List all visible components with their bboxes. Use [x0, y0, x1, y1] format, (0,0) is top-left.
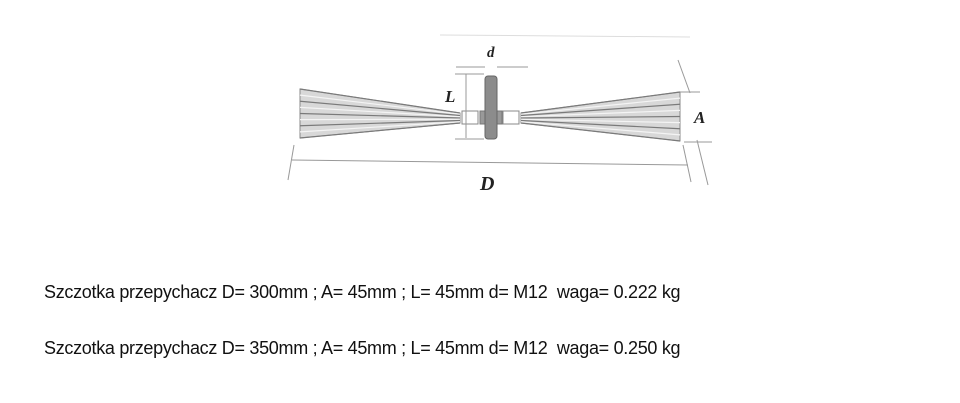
bristle-line	[520, 109, 681, 118]
D-dimension	[287, 144, 692, 183]
label-d: d	[487, 45, 495, 61]
bristle-line	[299, 122, 461, 139]
bristle-line	[520, 91, 681, 114]
bristle-line	[520, 119, 681, 130]
top-border-line	[439, 34, 691, 38]
bristle-line	[299, 119, 461, 127]
left-hub	[461, 110, 479, 125]
l-dimension	[455, 73, 484, 140]
bristle-line	[299, 112, 461, 119]
bristle-line	[299, 100, 461, 117]
spec-line-300mm: Szczotka przepychacz D= 300mm ; A= 45mm …	[44, 282, 681, 302]
bristle-line	[520, 115, 681, 119]
left-bristle-fan	[299, 88, 461, 139]
bristle-line	[520, 118, 681, 124]
spec-line-350mm: Szczotka przepychacz D= 350mm ; A= 45mm …	[44, 338, 681, 358]
a-dimension	[677, 59, 712, 186]
bristle-line	[520, 97, 681, 115]
bristle-line	[299, 121, 461, 133]
bristle-line	[520, 122, 681, 142]
bristle-line	[520, 121, 681, 136]
bristle-line	[299, 88, 461, 114]
label-D: D	[479, 173, 494, 195]
bristle-line	[299, 106, 461, 118]
bristle-line	[299, 94, 461, 115]
right-hub	[502, 110, 520, 125]
threaded-rod	[484, 75, 498, 140]
bristle-line	[520, 103, 681, 117]
label-a: A	[693, 108, 705, 127]
brush-technical-drawing: d L A D	[287, 34, 712, 195]
right-bristle-fan	[520, 91, 681, 142]
label-l: L	[444, 87, 455, 106]
